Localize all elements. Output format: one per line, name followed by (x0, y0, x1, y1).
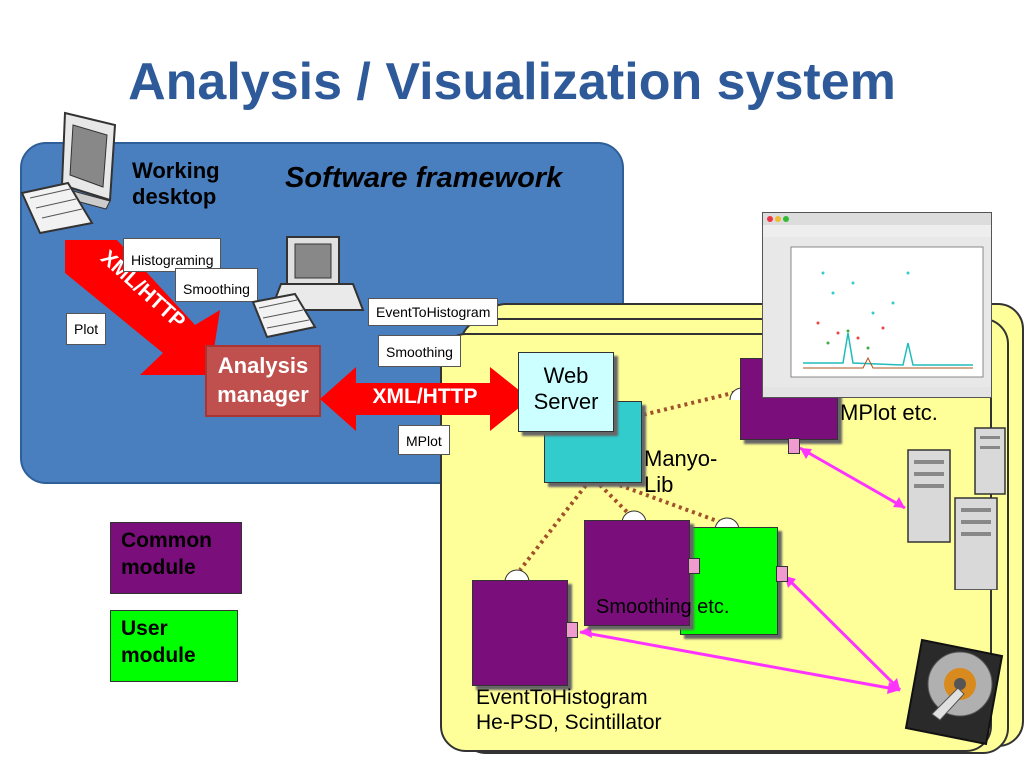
mplot-callout: MPlot (398, 425, 450, 455)
xml-http-double-arrow (320, 367, 530, 431)
mplot-port (788, 438, 800, 454)
server-towers-icon (907, 427, 1006, 590)
web-server-label: Web Server (533, 363, 599, 415)
plot-screenshot (762, 212, 992, 398)
xml-http-label: XML/HTTP (372, 385, 478, 408)
module-connector (504, 569, 530, 582)
smoothing-port-right (776, 566, 788, 582)
smoothing-callout-left: Smoothing (175, 268, 258, 302)
legend-common-module: Common module (110, 522, 242, 594)
event-to-histogram-port (566, 622, 578, 638)
legend-user-module: User module (110, 610, 238, 682)
event-to-histogram-callout: EventToHistogram (368, 298, 499, 326)
mplot-etc-label: MPlot etc. (840, 400, 938, 425)
event-to-histogram-module (472, 580, 568, 686)
desktop-computer-icon (20, 111, 117, 235)
xml-http-diagonal-arrow (65, 240, 220, 375)
framework-title: Software framework (285, 162, 563, 194)
histograming-callout: Histograming (123, 238, 222, 272)
manyo-lib-label: Manyo- Lib (644, 446, 718, 498)
legend-common-module-label: Common module (121, 529, 212, 580)
slide-title: Analysis / Visualization system (128, 53, 896, 111)
hard-disk-icon (904, 638, 1004, 746)
smoothing-port-left (688, 558, 700, 574)
event-to-histogram-label: EventToHistogram He-PSD, Scintillator (476, 686, 662, 735)
plot-screenshot-image (763, 213, 991, 397)
smoothing-etc-label: Smoothing etc. (596, 596, 730, 618)
analysis-manager-label: Analysis manager (217, 353, 309, 407)
desktop-computer-icon-2 (251, 236, 365, 339)
analysis-manager-box: Analysis manager (205, 345, 321, 417)
legend-user-module-label: User module (121, 617, 196, 668)
smoothing-callout-right: Smoothing (378, 335, 461, 367)
working-desktop-label: Working desktop (132, 158, 220, 210)
web-server-box: Web Server (518, 352, 614, 432)
plot-callout: Plot (66, 313, 107, 345)
